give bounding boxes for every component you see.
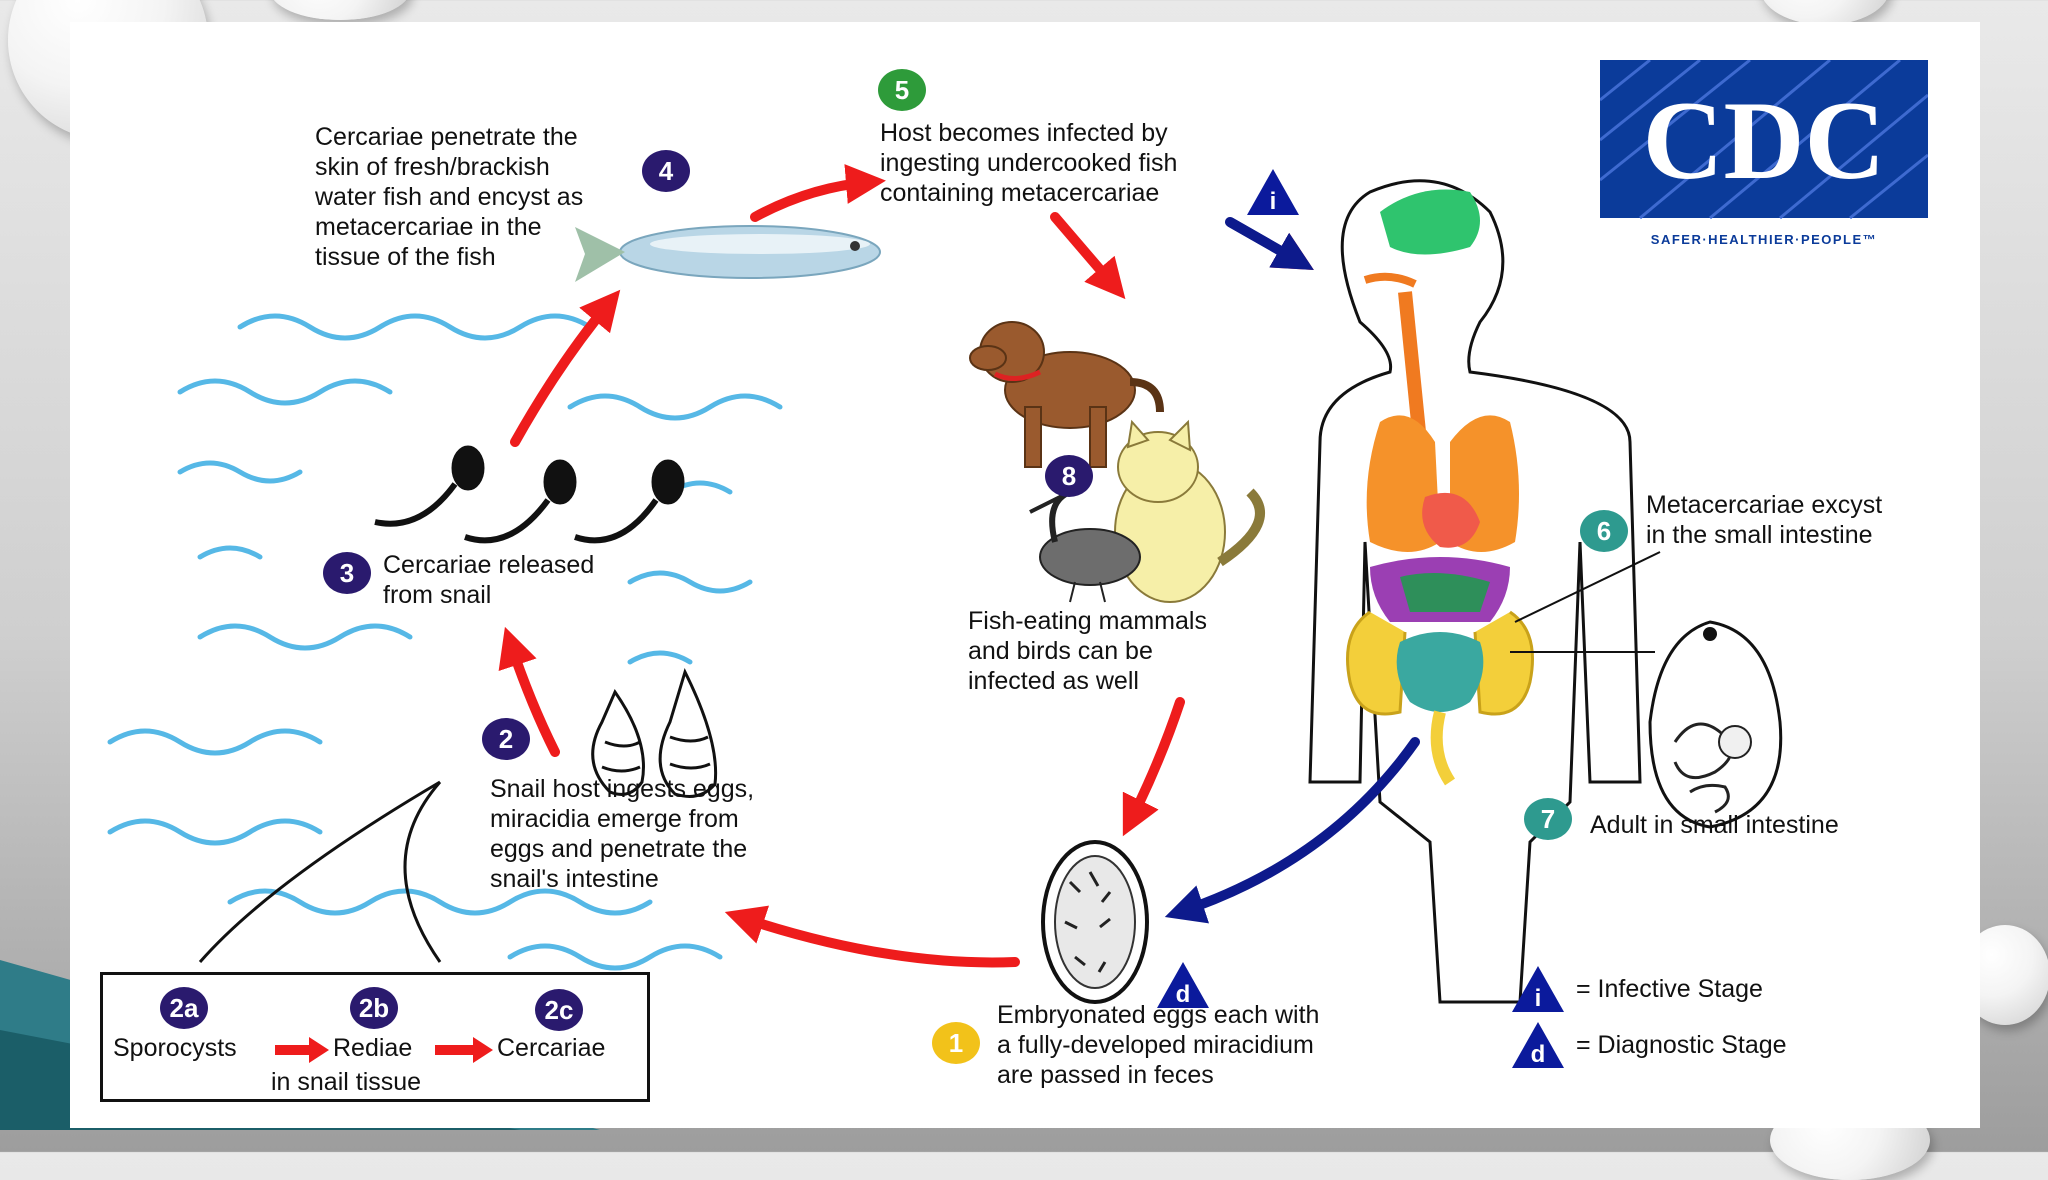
stage-2-badge: 2 <box>482 718 530 760</box>
arrow-2a-to-2b <box>275 1037 329 1063</box>
legend-diagnostic-text: = Diagnostic Stage <box>1576 1031 1787 1059</box>
stage-6-text: Metacercariae excyst in the small intest… <box>1646 491 1883 549</box>
stage-2a-label: Sporocysts <box>113 1034 237 1062</box>
egg-illustration <box>1041 840 1149 1004</box>
legend-infective-text: = Infective Stage <box>1576 975 1763 1003</box>
life-cycle-diagram <box>107 164 1783 1004</box>
cat-illustration <box>1114 419 1265 603</box>
stage-1-badge: 1 <box>932 1022 980 1064</box>
cdc-logo-graphic: CDC SAFER·HEALTHIER·PEOPLE™ <box>1599 58 1929 247</box>
stage-2b-badge: 2b <box>350 987 398 1029</box>
fish-illustration <box>575 225 881 282</box>
diagnostic-stage-marker-letter: d <box>1176 981 1191 1008</box>
stage-6-badge: 6 <box>1580 510 1628 552</box>
snail-cutaway-lines <box>198 780 442 963</box>
human-figure-illustration <box>1308 179 1642 1004</box>
stage-2b-label: Rediae <box>333 1034 413 1062</box>
snail-tissue-box: 2a 2b 2c Sporocysts Rediae Cercariae in … <box>100 972 650 1102</box>
stage-5-badge: 5 <box>878 69 926 111</box>
stage-7-badge: 7 <box>1524 798 1572 840</box>
stage-2c-label: Cercariae <box>497 1034 606 1062</box>
arrow-snail-to-cercariae <box>498 626 560 757</box>
stage-2a-badge: 2a <box>160 987 208 1029</box>
stage-4-badge: 4 <box>642 150 690 192</box>
stage-2c-badge: 2c <box>535 989 583 1031</box>
arrow-fish-to-host <box>750 164 886 222</box>
snails-illustration <box>591 667 718 798</box>
arrow-host-to-animals <box>1050 212 1126 300</box>
water-waves <box>107 313 783 971</box>
stage-2-text: Snail host ingests eggs, miracidia emerg… <box>490 775 755 893</box>
cdc-tagline: SAFER·HEALTHIER·PEOPLE™ <box>1651 232 1877 247</box>
stage-5-text: Host becomes infected by ingesting under… <box>880 119 1178 207</box>
stage-3-badge: 3 <box>323 552 371 594</box>
stage-8-badge: 8 <box>1045 455 1093 497</box>
arrow-eggs-to-snail <box>724 905 1020 968</box>
snail-tissue-caption: in snail tissue <box>271 1068 422 1096</box>
cdc-logo-text: CDC <box>1643 79 1886 203</box>
legend-infective-icon: i <box>1512 966 1564 1012</box>
slide: CDC SAFER·HEALTHIER·PEOPLE™ Cercariae pe… <box>70 22 1980 1128</box>
decor-bubble-top <box>270 0 410 20</box>
arrow-animals-to-eggs <box>1122 697 1185 837</box>
cdc-logo: CDC SAFER·HEALTHIER·PEOPLE™ <box>1599 58 1929 258</box>
infective-stage-marker-letter: i <box>1270 188 1277 215</box>
diagnostic-stage-marker: d <box>1157 962 1209 1008</box>
legend-diagnostic-icon: d <box>1512 1022 1564 1068</box>
dog-illustration <box>969 321 1164 468</box>
arrow-human-to-eggs <box>1164 737 1420 924</box>
stage-4-text: Cercariae penetrate the skin of fresh/br… <box>315 123 584 271</box>
legend-infective-letter: i <box>1535 985 1542 1012</box>
adult-worm-illustration <box>1648 620 1783 829</box>
stage-8-text: Fish-eating mammals and birds can be inf… <box>968 607 1207 695</box>
arrow-cercariae-to-fish <box>510 289 621 447</box>
stage-7-text: Adult in small intestine <box>1590 811 1839 839</box>
cercariae-illustration <box>374 445 685 544</box>
pointer-line-6 <box>1514 551 1661 623</box>
stage-3-text: Cercariae released from snail <box>383 551 595 609</box>
legend-diagnostic-letter: d <box>1531 1041 1546 1068</box>
arrow-2b-to-2c <box>435 1037 493 1063</box>
stage-1-text: Embryonated eggs each with a fully-devel… <box>997 1001 1320 1089</box>
infective-stage-marker: i <box>1247 169 1299 215</box>
bird-illustration <box>1029 489 1141 603</box>
